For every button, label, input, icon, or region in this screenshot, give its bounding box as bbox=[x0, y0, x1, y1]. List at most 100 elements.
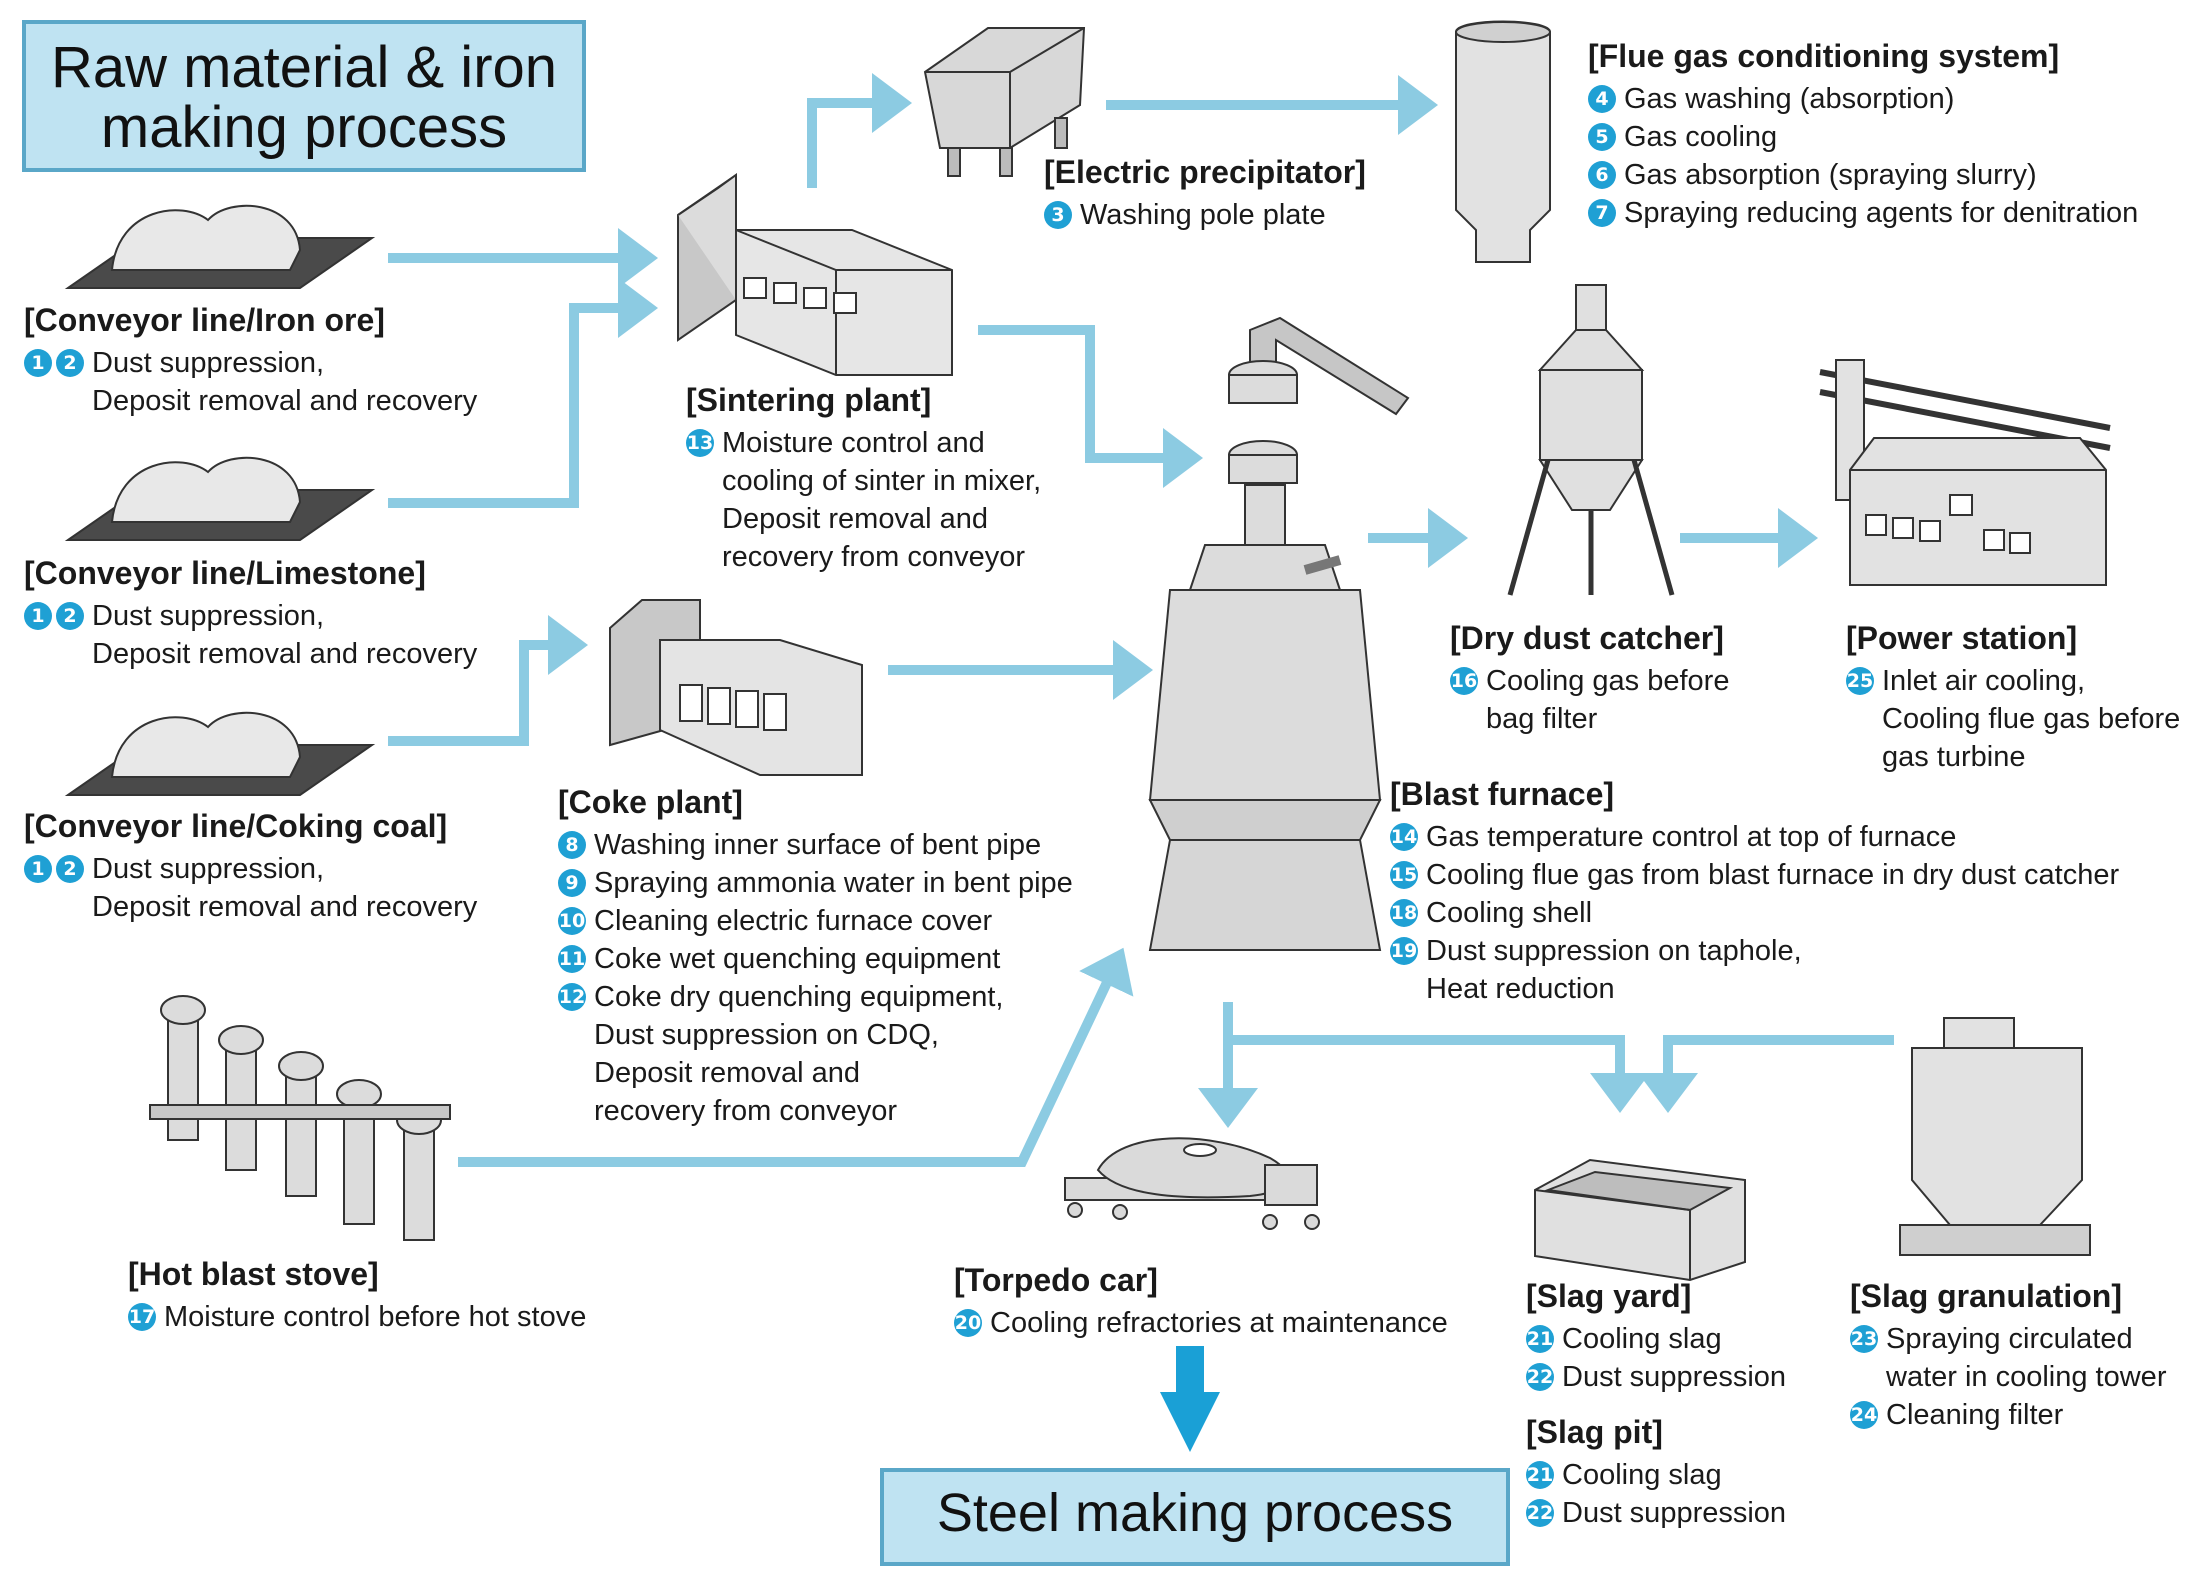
number-badge: 19 bbox=[1390, 937, 1418, 965]
item-text: Cooling gas before bag filter bbox=[1486, 665, 1730, 735]
item-numbers: 8 bbox=[558, 831, 586, 859]
item-numbers: 22 bbox=[1526, 1363, 1554, 1391]
item-text: Cooling slag bbox=[1562, 1459, 1722, 1491]
item-numbers: 19 bbox=[1390, 937, 1418, 965]
arrow-coal-to-coke bbox=[388, 615, 588, 746]
section-heading: [Flue gas conditioning system] bbox=[1588, 38, 2060, 74]
item-numbers: 25 bbox=[1846, 667, 1874, 695]
number-badge: 12 bbox=[558, 983, 586, 1011]
number-badge: 22 bbox=[1526, 1499, 1554, 1527]
section-heading: [Slag yard] bbox=[1526, 1278, 1692, 1314]
item-numbers: 17 bbox=[128, 1303, 156, 1331]
pile-limestone-icon bbox=[64, 456, 376, 541]
number-badge: 5 bbox=[1588, 123, 1616, 151]
item-text: Gas temperature control at top of furnac… bbox=[1426, 821, 1957, 853]
number-badge: 7 bbox=[1588, 199, 1616, 227]
item-numbers: 18 bbox=[1390, 899, 1418, 927]
list-item: 8 Washing inner surface of bent pipe bbox=[558, 826, 1073, 864]
flow-arrows bbox=[388, 73, 1894, 1167]
slag-granulation-icon bbox=[1899, 1017, 2091, 1256]
item-text: Gas washing (absorption) bbox=[1624, 83, 1955, 115]
item-numbers: 16 bbox=[1450, 667, 1478, 695]
arrow-sinter-to-furnace bbox=[978, 325, 1203, 488]
number-badge: 11 bbox=[558, 945, 586, 973]
item-text: Dust suppression bbox=[1562, 1361, 1787, 1393]
list-item: 4 Gas washing (absorption) bbox=[1588, 80, 2138, 118]
pile-coking-coal-icon bbox=[64, 711, 376, 796]
number-badge: 10 bbox=[558, 907, 586, 935]
list-item: 22 Dust suppression bbox=[1526, 1358, 1786, 1396]
item-text: Spraying ammonia water in bent pipe bbox=[594, 867, 1073, 899]
raw-material-title-box: Raw material & iron making process bbox=[22, 20, 586, 172]
item-text: Dust suppression on taphole, Heat reduct… bbox=[1426, 935, 1802, 1005]
list-item: 16 Cooling gas before bag filter bbox=[1450, 662, 1729, 738]
number-badge: 20 bbox=[954, 1309, 982, 1337]
section-dry-dust-catcher: [Dry dust catcher] 16 Cooling gas before b… bbox=[1450, 618, 1729, 738]
section-heading: [Dry dust catcher] bbox=[1450, 620, 1724, 656]
number-badge: 25 bbox=[1846, 667, 1874, 695]
flue-gas-tower-icon bbox=[1455, 20, 1551, 263]
electric-precipitator-icon bbox=[923, 27, 1086, 177]
list-item: 11 Coke wet quenching equipment bbox=[558, 940, 1073, 978]
number-badge: 23 bbox=[1850, 1325, 1878, 1353]
arrow-to-steel-making bbox=[1160, 1346, 1220, 1452]
list-item: 9 Spraying ammonia water in bent pipe bbox=[558, 864, 1073, 902]
item-numbers: 20 bbox=[954, 1309, 982, 1337]
number-badge: 4 bbox=[1588, 85, 1616, 113]
arrow-sinter-to-precipitator bbox=[807, 73, 912, 188]
dry-dust-catcher-icon bbox=[1507, 284, 1675, 596]
list-item: 19 Dust suppression on taphole, Heat redu… bbox=[1390, 932, 2119, 1008]
number-badge: 9 bbox=[558, 869, 586, 897]
section-heading: [Torpedo car] bbox=[954, 1262, 1158, 1298]
item-numbers: 24 bbox=[1850, 1401, 1878, 1429]
slag-yard-icon bbox=[1534, 1158, 1746, 1282]
section-heading: [Conveyor line/Iron ore] bbox=[24, 302, 385, 338]
item-numbers: 12 bbox=[558, 983, 586, 1011]
item-numbers: 10 bbox=[558, 907, 586, 935]
item-text: Moisture control and cooling of sinter i… bbox=[722, 427, 1042, 573]
list-item: 24 Cleaning filter bbox=[1850, 1396, 2166, 1434]
number-badge: 21 bbox=[1526, 1325, 1554, 1353]
item-text: Cooling slag bbox=[1562, 1323, 1722, 1355]
item-numbers: 4 bbox=[1588, 85, 1616, 113]
number-badge: 1 bbox=[24, 602, 52, 630]
arrow-limestone-to-sinter bbox=[388, 278, 658, 508]
number-badge: 3 bbox=[1044, 201, 1072, 229]
item-text: Coke wet quenching equipment bbox=[594, 943, 1001, 975]
section-heading: [Sintering plant] bbox=[686, 382, 932, 418]
number-badge: 15 bbox=[1390, 861, 1418, 889]
number-badge: 16 bbox=[1450, 667, 1478, 695]
section-flue-gas-conditioning: [Flue gas conditioning system] 4 Gas washi… bbox=[1588, 36, 2138, 232]
item-text: Washing inner surface of bent pipe bbox=[594, 829, 1042, 861]
item-text: Cleaning filter bbox=[1886, 1399, 2064, 1431]
torpedo-car-icon bbox=[1064, 1137, 1320, 1230]
